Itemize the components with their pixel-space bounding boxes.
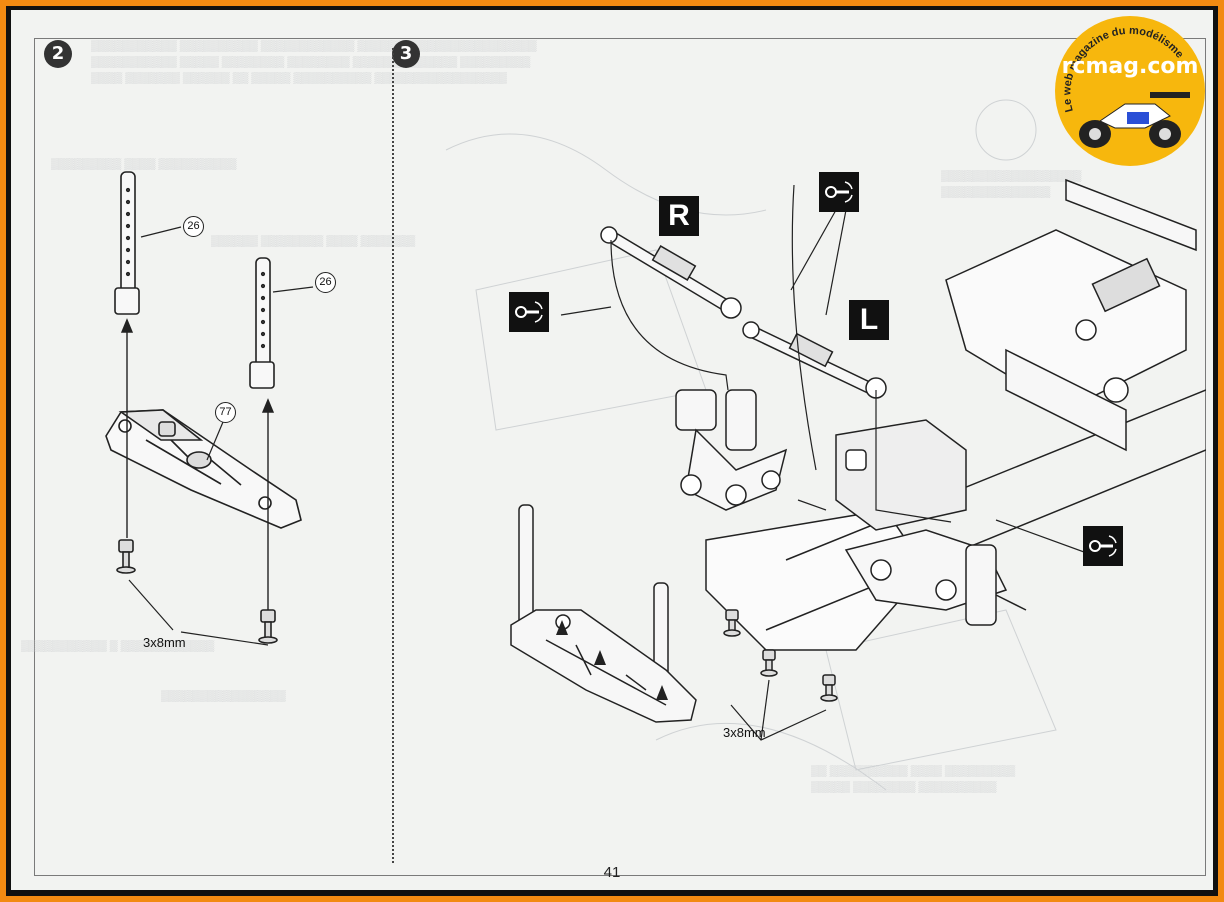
page-frame: [34, 38, 1206, 876]
showthrough-text: ▒▒▒▒▒▒▒▒▒▒▒ ▒ ▒▒▒▒▒▒▒▒▒▒▒▒: [21, 640, 215, 652]
suspension-right: [844, 529, 1027, 626]
showthrough-text: ▒▒▒▒ ▒▒▒▒▒▒▒ ▒▒▒▒▒▒ ▒▒ ▒▒▒▒▒ ▒▒▒▒▒▒▒▒▒▒ …: [91, 72, 507, 84]
rear-chassis: [945, 178, 1197, 452]
chassis-plate: [705, 389, 1206, 651]
rotate-ring-icon: [1083, 526, 1123, 566]
suspension-left: [675, 389, 788, 511]
part-callout: 26: [315, 272, 336, 293]
servo: [835, 419, 967, 531]
screw-icon: [258, 609, 278, 644]
step-number-badge: 3: [392, 40, 420, 68]
body-mount-bumper: [105, 409, 302, 529]
showthrough-text: ▒▒▒▒▒▒▒▒▒▒▒ ▒▒▒▒▒ ▒▒▒▒▒▒▒▒ ▒▒▒▒▒▒▒▒ ▒▒▒▒…: [91, 56, 531, 68]
step-divider: [392, 48, 394, 863]
tie-rod-right: [600, 226, 742, 319]
showthrough-text: ▒▒▒▒▒▒ ▒▒▒▒▒▒▒▒ ▒▒▒▒ ▒▒▒▒▒▒▒: [211, 235, 416, 247]
showthrough-text: ▒▒▒▒▒▒▒▒▒ ▒▒▒▒ ▒▒▒▒▒▒▒▒▒▒: [51, 158, 237, 170]
showthrough-text: ▒▒▒▒▒▒▒▒▒▒▒▒▒▒▒▒▒▒: [941, 170, 1082, 182]
rotate-ring-icon: [819, 172, 859, 212]
step2-drawing: [105, 171, 314, 646]
rc-car-icon: [1079, 92, 1190, 148]
showthrough-text: ▒▒▒▒▒▒▒▒▒▒▒▒▒▒▒▒: [161, 690, 286, 702]
body-post-right: [249, 257, 275, 389]
showthrough-text: ▒▒ ▒▒▒▒▒▒▒▒▒▒ ▒▒▒▒ ▒▒▒▒▒▒▒▒▒: [811, 765, 1016, 777]
part-callout: 77: [215, 402, 236, 423]
body-mount-bumper: [510, 609, 697, 723]
screw-size-label: 3x8mm: [723, 725, 766, 740]
body-post-left: [114, 171, 140, 315]
part-callout: 26: [183, 216, 204, 237]
watermark-logo: Le web magazine du modélisme rcmag.com: [1055, 16, 1205, 166]
step-number-badge: 2: [44, 40, 72, 68]
page-number: 41: [603, 864, 621, 881]
showthrough-text: ▒▒▒▒▒ ▒▒▒▒▒▒▒▒ ▒▒▒▒▒▒▒▒▒▒: [811, 781, 997, 793]
right-side-marker: R: [659, 196, 699, 236]
screw-icon: [116, 539, 136, 574]
step3-drawing: [445, 99, 1206, 791]
screw-icon: [820, 674, 838, 702]
rotate-ring-icon: [509, 292, 549, 332]
screw-icon: [723, 609, 741, 637]
watermark-brand: rcmag.com: [1061, 54, 1199, 79]
watermark-arc: Le web magazine du modélisme: [1061, 25, 1190, 148]
tie-rod-left: [742, 321, 887, 399]
screw-size-label: 3x8mm: [143, 635, 186, 650]
body-post-left: [518, 504, 534, 626]
left-side-marker: L: [849, 300, 889, 340]
screw-icon: [760, 649, 778, 677]
instruction-page: ▒▒▒▒▒▒▒▒▒▒▒ ▒▒▒▒▒▒▒▒▒▒ ▒▒▒▒▒▒▒▒▒▒▒▒ ▒▒▒▒…: [11, 10, 1213, 890]
showthrough-text: ▒▒▒▒▒▒▒▒▒▒▒▒▒▒: [941, 186, 1051, 198]
showthrough-text: ▒▒▒▒▒▒▒▒▒▒▒ ▒▒▒▒▒▒▒▒▒▒ ▒▒▒▒▒▒▒▒▒▒▒▒ ▒▒▒▒…: [91, 40, 537, 52]
